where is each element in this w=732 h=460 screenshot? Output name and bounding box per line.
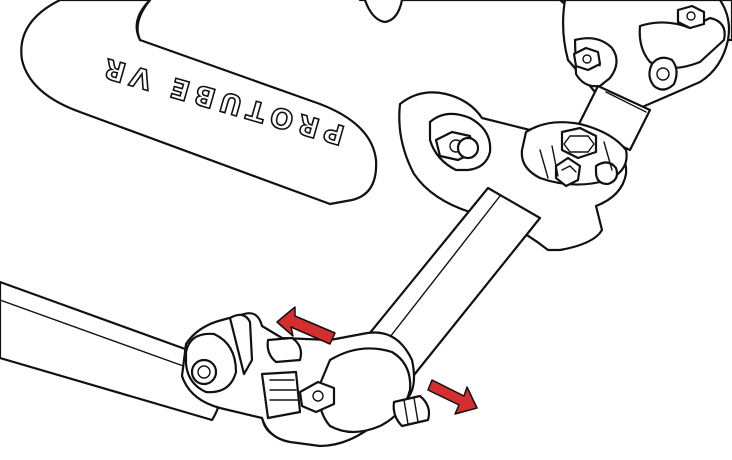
lower-clamp-assembly (180, 312, 431, 448)
upper-right-clamp (561, 0, 731, 110)
upper-joint-bracket (398, 91, 628, 252)
hex-bolt-icon (190, 358, 218, 386)
knob-screw-icon (392, 394, 431, 428)
hex-bolt-icon (298, 380, 336, 414)
red-arrow-right-icon (427, 379, 478, 415)
logo-tube: PROTUBE VR (20, 0, 378, 206)
red-arrow-left-icon (276, 306, 336, 345)
hex-bolt-icon (572, 46, 602, 72)
hex-bolt-icon (676, 4, 706, 30)
hex-socket-screw-icon (560, 126, 598, 160)
